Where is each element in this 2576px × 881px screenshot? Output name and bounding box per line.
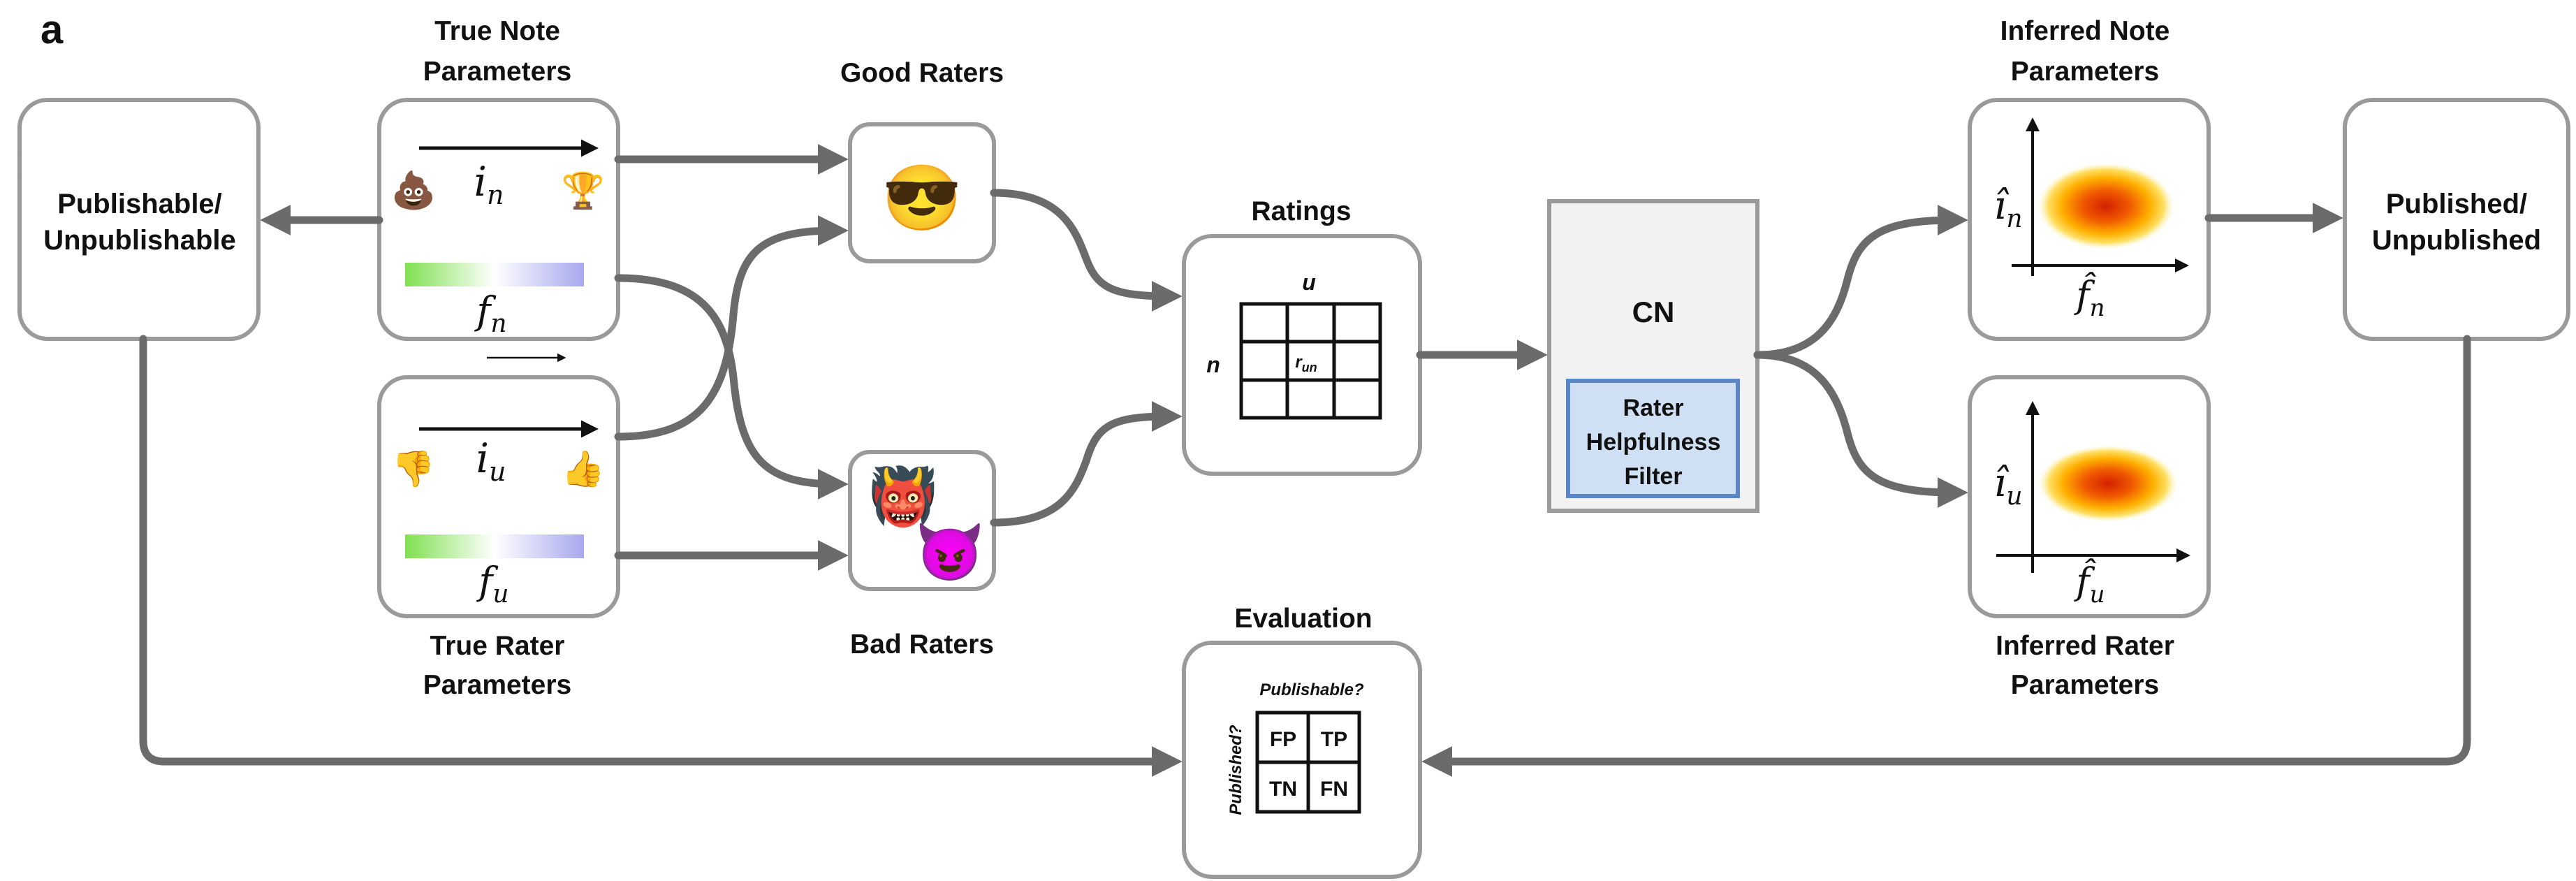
published-line1: Published/ [2386,189,2527,219]
rater-x-subscript: u [2090,581,2105,609]
arrow-rater-to-good [614,215,849,441]
rater-heatmap-blob [2038,445,2178,522]
cell-fp: FP [1270,728,1296,751]
note-i-subscript: n [487,180,504,210]
note-x-subscript: n [2090,294,2105,322]
svg-text:fu: fu [476,559,508,609]
svg-text:în: în [1993,183,2022,233]
inferred-rater-title2: Parameters [2011,670,2159,700]
publishable-line1: Publishable/ [57,189,222,219]
inferred-note-node: Inferred Note Parameters în f̂n [1968,16,2211,341]
helpfulness-filter-box [1566,379,1740,498]
svg-text:îu: îu [1993,460,2022,511]
inferred-rater-title1: Inferred Rater [1996,631,2174,661]
rater-factor-gradient [405,534,584,558]
devil-emoji: 😈 [915,523,985,584]
sunglasses-emoji: 😎 [882,163,963,234]
note-f-subscript: n [490,310,506,338]
svg-text:iu: iu [476,435,506,487]
eval-col-label: Publishable? [1259,680,1364,699]
arrow-bad-to-ratings [990,401,1183,527]
rating-cell-subscript: un [1302,361,1317,374]
cell-fn: FN [1320,778,1348,801]
note-y-symbol: î [1993,183,2009,228]
ratings-matrix-grid [1239,302,1382,420]
trophy-emoji: 🏆 [562,170,605,210]
ratings-col-label: u [1302,270,1316,295]
true-rater-node: 👎 👍 iu fu True Rater Parameters [377,375,620,700]
ratings-node: Ratings u n run [1182,196,1422,476]
inferred-rater-node: îu f̂u Inferred Rater Parameters [1968,375,2211,700]
bad-raters-node: 👹 😈 Bad Raters [848,450,996,660]
ratings-title: Ratings [1251,196,1351,226]
flow-arrows [139,144,2471,777]
bad-raters-title: Bad Raters [850,629,994,660]
note-y-subscript: n [2006,205,2022,233]
cell-tp: TP [1321,728,1347,751]
thumbs-down-emoji: 👎 [392,449,435,488]
arrow-published-to-evaluation [1421,335,2471,777]
rater-i-symbol: i [476,435,489,482]
published-box: Published/ Unpublished [2343,98,2570,341]
cn-node: CN Rater Helpfulness Filter [1547,199,1759,513]
cell-tn: TN [1269,778,1297,801]
inferred-note-title1: Inferred Note [2000,16,2170,46]
cn-title: CN [1632,296,1675,328]
note-factor-gradient [405,263,584,286]
true-rater-title2: Parameters [423,670,571,700]
rater-f-subscript: u [492,580,508,609]
filter-line2: Helpfulness [1586,429,1721,456]
evaluation-title: Evaluation [1234,604,1372,634]
true-note-node: True Note Parameters 💩 🏆 in fn [377,16,620,341]
inferred-note-title2: Parameters [2011,57,2159,87]
eval-row-label: Published? [1227,725,1245,815]
arrow-publishable-to-evaluation [139,335,1183,777]
good-raters-node: Good Raters 😎 [840,58,1004,263]
true-note-title1: True Note [434,16,560,46]
note-i-symbol: i [474,158,487,205]
thumbs-up-emoji: 👍 [562,449,605,488]
arrow-cn-to-inferred-note [1753,205,1968,359]
confusion-matrix-grid [1255,711,1361,814]
rater-y-symbol: î [1993,460,2009,506]
ratings-row-label: n [1206,352,1220,377]
evaluation-node: Evaluation Publishable? Published? FP TP… [1182,604,1422,879]
rater-y-subscript: u [2006,482,2022,511]
published-line2: Unpublished [2372,225,2541,256]
svg-text:run: run [1295,353,1317,374]
filter-line3: Filter [1624,463,1682,490]
arrow-good-to-ratings [990,189,1183,312]
poop-emoji: 💩 [391,169,437,211]
svg-text:in: in [474,158,504,210]
good-raters-title: Good Raters [840,58,1004,88]
filter-line1: Rater [1623,395,1684,421]
publishable-line2: Unpublishable [43,225,236,256]
note-heatmap-blob [2037,163,2174,249]
arrow-note-to-bad [614,274,849,500]
true-note-title2: Parameters [423,57,571,87]
publishable-box: Publishable/ Unpublishable [17,98,261,341]
arrow-cn-to-inferred-rater [1753,351,1968,508]
panel-letter: a [41,7,64,52]
rater-i-subscript: u [489,456,506,487]
ogre-emoji: 👹 [868,463,938,528]
rating-cell-symbol: r [1295,353,1303,372]
true-rater-title1: True Rater [430,631,565,661]
